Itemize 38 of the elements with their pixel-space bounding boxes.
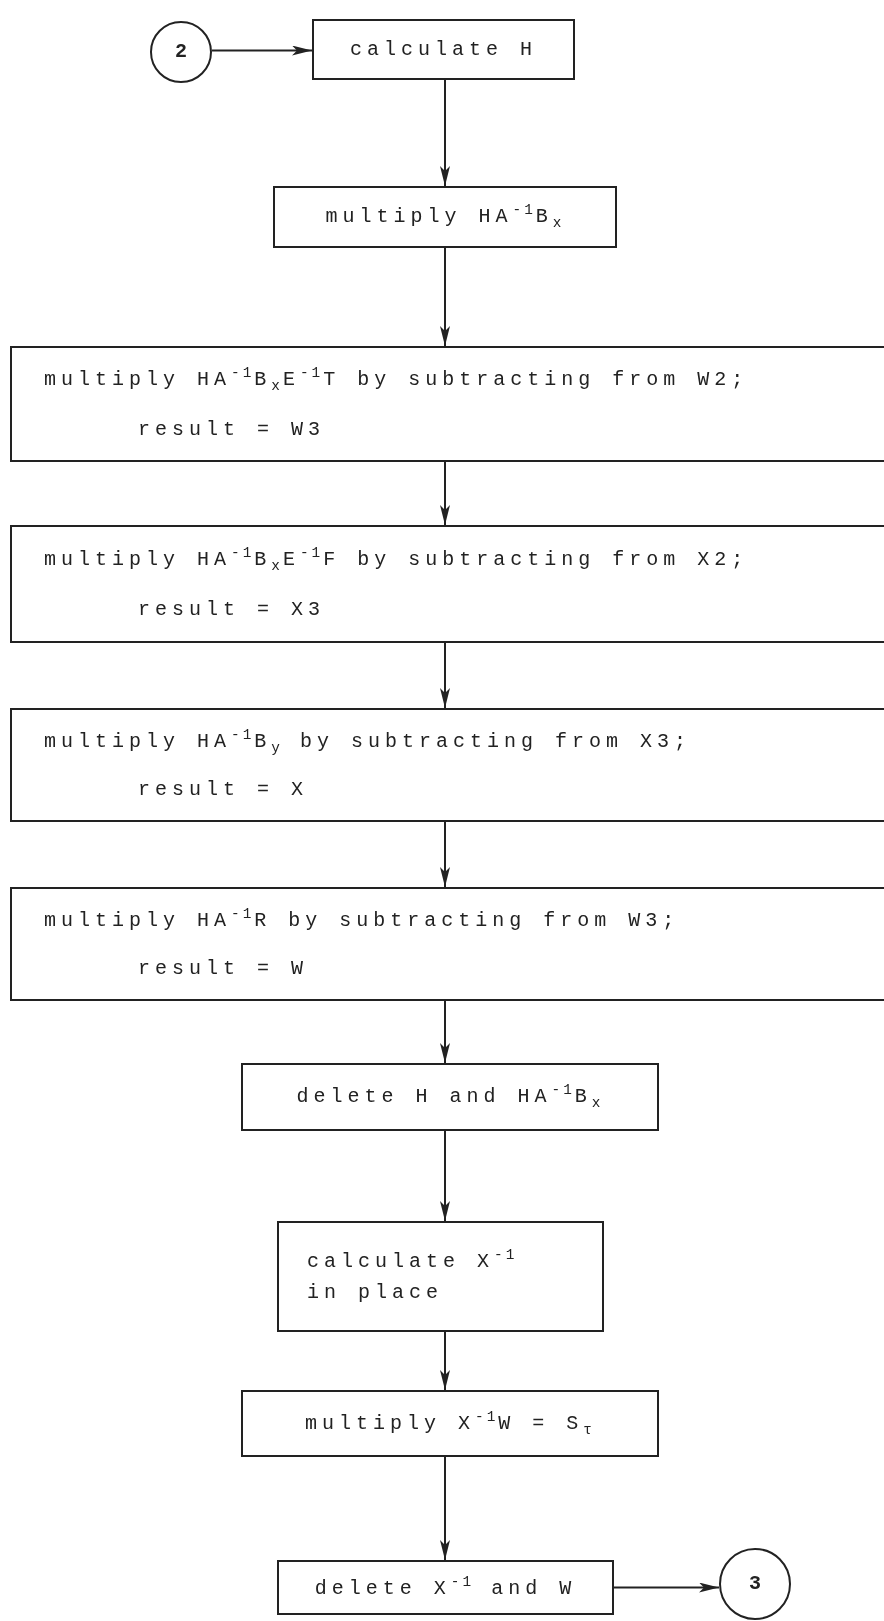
process-box (241, 1390, 659, 1457)
arrow (440, 1331, 450, 1391)
arrow (440, 79, 450, 187)
arrow (440, 642, 450, 709)
step-text: result = X (137, 777, 309, 804)
connector-number: 3 (749, 1571, 761, 1597)
step-text: calculate X$^{-1}$ (306, 1245, 519, 1275)
process-box (277, 1560, 614, 1615)
process-box (10, 708, 884, 822)
process-box (10, 887, 884, 1001)
step-text: multiply HA$^{-1}$R by subtracting from W3; (43, 905, 680, 934)
step-text: multiply HA$^{-1}$B$_{y}$ by subtracting from X3; (43, 725, 691, 758)
step-text: multiply HA$^{-1}$B$_{x}$ (325, 201, 565, 233)
arrow (440, 247, 450, 347)
process-box (241, 1063, 659, 1131)
step-text: result = X3 (137, 597, 326, 624)
arrow (440, 461, 450, 526)
arrow (440, 1456, 450, 1561)
step-text: result = W3 (137, 416, 326, 443)
arrow (440, 821, 450, 888)
process-box (10, 346, 884, 462)
step-text: multiply X$^{-1}$W = S$_{τ}$ (305, 1407, 595, 1440)
step-text: delete X$^{-1}$ and W (314, 1572, 577, 1602)
step-text: delete H and HA$^{-1}$B$_{x}$ (296, 1081, 604, 1113)
step-text: calculate H (350, 36, 537, 63)
process-box (312, 19, 575, 80)
process-box (10, 525, 884, 643)
arrow (613, 1582, 720, 1593)
arrow (440, 1000, 450, 1064)
arrow (440, 1130, 450, 1222)
step-text: multiply HA$^{-1}$B$_{x}$E$^{-1}$F by subtracting from X2; (43, 543, 749, 576)
arrow (211, 45, 313, 56)
process-box (273, 186, 617, 248)
process-box (277, 1221, 604, 1332)
step-text: multiply HA$^{-1}$B$_{x}$E$^{-1}$T by subtracting from W2; (43, 364, 749, 396)
step-text: result = W (137, 955, 309, 982)
connector-number: 2 (175, 39, 187, 65)
step-text: in place (306, 1280, 444, 1307)
